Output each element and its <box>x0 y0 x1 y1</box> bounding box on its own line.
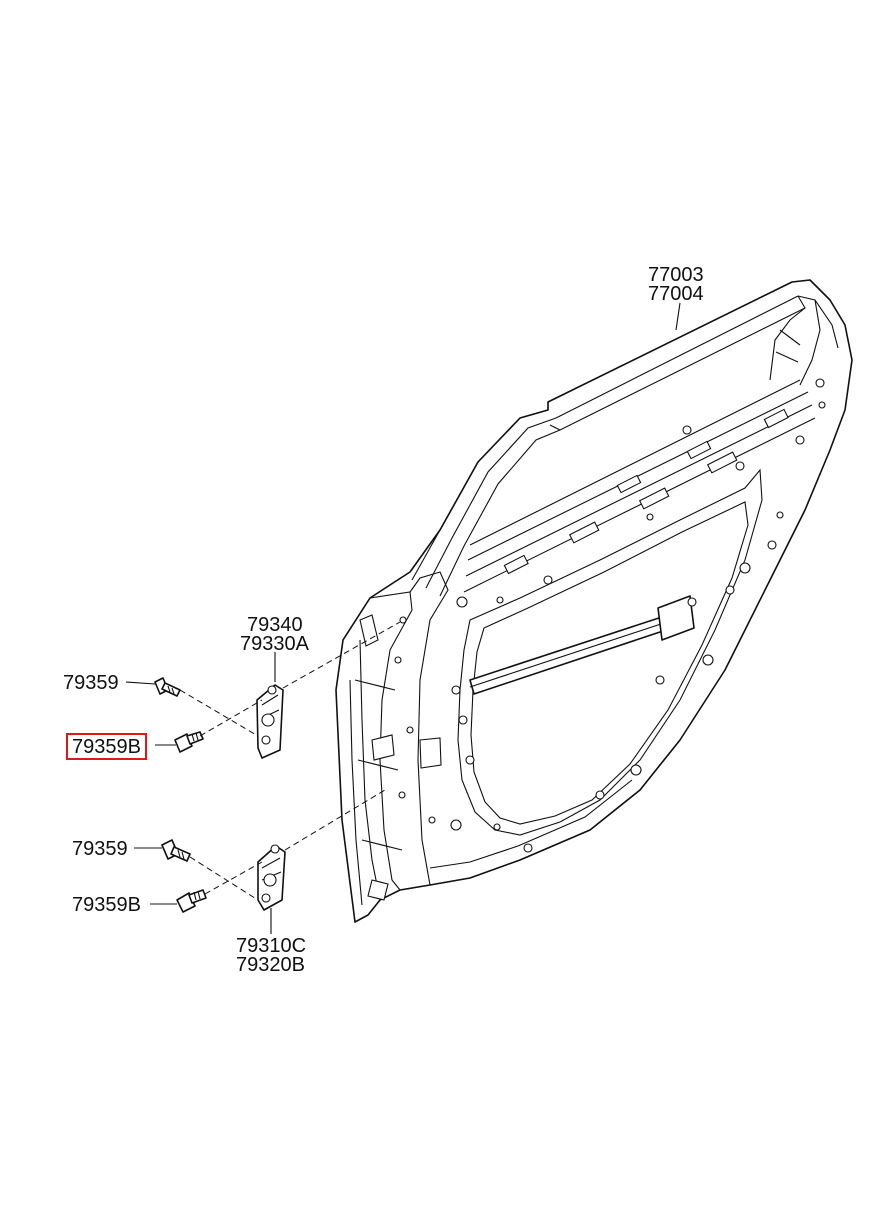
leader-77003 <box>675 302 681 331</box>
label-77004: 77004 <box>648 283 704 305</box>
bolt-79359-upper <box>154 677 181 697</box>
lower-hinge <box>257 844 286 911</box>
label-79330A: 79330A <box>240 633 309 655</box>
lower-alignment-line <box>189 789 386 901</box>
label-79320B: 79320B <box>236 954 305 976</box>
upper-hinge <box>256 684 284 759</box>
bolt-79359B-upper <box>174 731 204 753</box>
label-77003: 77003 <box>648 264 704 286</box>
label-79359B-lower: 79359B <box>72 894 141 916</box>
bolt-79359B-lower <box>176 889 207 913</box>
leader-79359-upper <box>125 681 156 685</box>
label-79340: 79340 <box>247 614 303 636</box>
label-79359-lower: 79359 <box>72 838 128 860</box>
label-79310C: 79310C <box>236 935 307 957</box>
door-panel <box>335 279 853 923</box>
bolt-79359-lower <box>161 839 191 862</box>
label-79359-upper: 79359 <box>63 672 119 694</box>
upper-alignment-line <box>179 621 401 737</box>
label-79359B-highlighted[interactable]: 79359B <box>66 733 147 760</box>
